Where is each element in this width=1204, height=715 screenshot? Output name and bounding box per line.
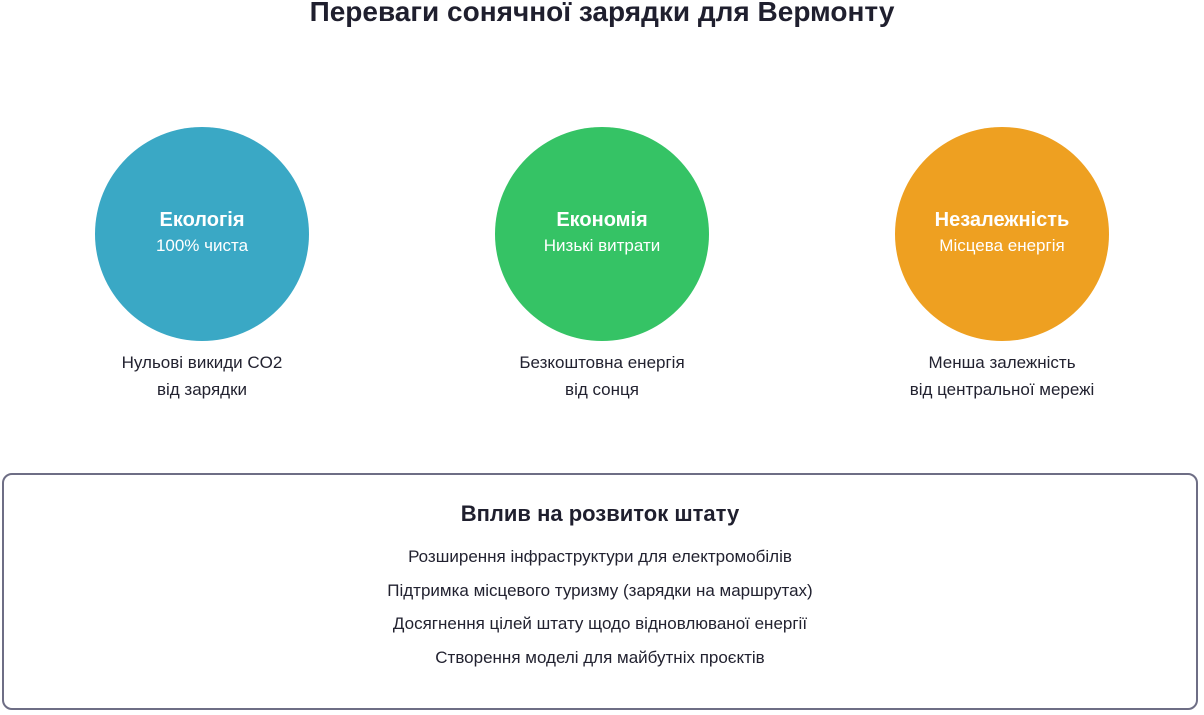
independence-circle: Незалежність Місцева енергія: [895, 127, 1109, 341]
impact-item: Досягнення цілей штату щодо відновлювано…: [392, 614, 808, 633]
independence-caption: Менша залежність від центральної мережі: [802, 349, 1202, 403]
economy-caption-line-2: від сонця: [565, 380, 639, 399]
ecology-title: Екологія: [159, 209, 245, 231]
economy-caption: Безкоштовна енергія від сонця: [402, 349, 802, 403]
ecology-subtitle: 100% чиста: [155, 236, 249, 255]
page-title: Переваги сонячної зарядки для Вермонту: [309, 0, 895, 27]
ecology-circle: Екологія 100% чиста: [95, 127, 309, 341]
impact-list: Розширення інфраструктури для електромоб…: [4, 540, 1196, 674]
ecology-caption-line-1: Нульові викиди CO2: [121, 353, 283, 372]
impact-item: Підтримка місцевого туризму (зарядки на …: [387, 580, 813, 600]
impact-title: Вплив на розвиток штату: [460, 501, 740, 526]
independence-subtitle: Місцева енергія: [939, 236, 1065, 255]
benefit-economy: Економія Низькі витрати Безкоштовна енер…: [402, 127, 802, 403]
independence-title: Незалежність: [934, 209, 1070, 231]
independence-caption-line-1: Менша залежність: [928, 353, 1076, 372]
ecology-caption-line-2: від зарядки: [156, 380, 248, 399]
independence-caption-line-2: від центральної мережі: [909, 380, 1095, 399]
impact-box: Вплив на розвиток штату Розширення інфра…: [2, 473, 1198, 710]
economy-subtitle: Низькі витрати: [543, 236, 661, 255]
economy-circle: Економія Низькі витрати: [495, 127, 709, 341]
economy-caption-line-1: Безкоштовна енергія: [519, 353, 685, 372]
benefit-independence: Незалежність Місцева енергія Менша залеж…: [802, 127, 1202, 403]
ecology-caption: Нульові викиди CO2 від зарядки: [2, 349, 402, 403]
benefit-ecology: Екологія 100% чиста Нульові викиди CO2 в…: [2, 127, 402, 403]
impact-item: Розширення інфраструктури для електромоб…: [408, 547, 792, 566]
impact-item: Створення моделі для майбутніх проєктів: [435, 647, 765, 667]
economy-title: Економія: [556, 209, 648, 231]
